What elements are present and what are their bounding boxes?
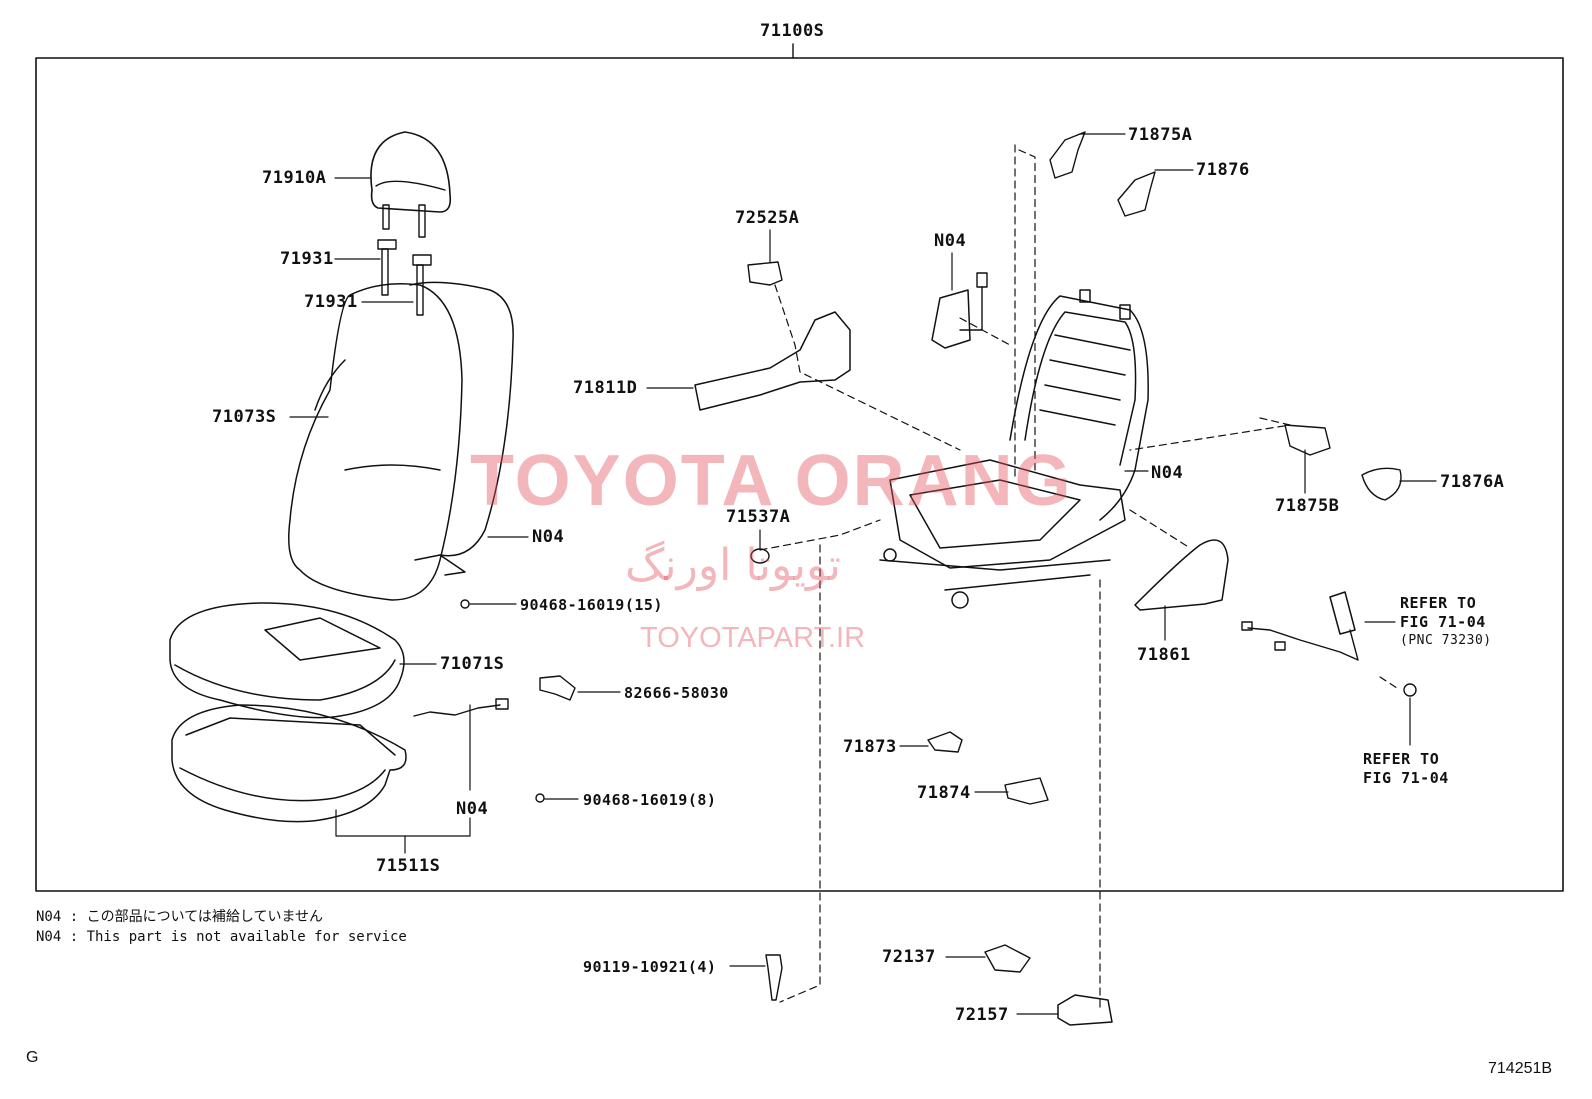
part-71537A	[750, 548, 770, 564]
label-n04-frame: N04	[1151, 463, 1184, 483]
label-n04-top: N04	[934, 231, 967, 251]
watermark-persian: تویوتا اورنگ	[625, 540, 841, 591]
assembly-frame	[35, 57, 1564, 892]
label-71073S: 71073S	[212, 407, 277, 427]
watermark-brand: TOYOTA ORANG	[470, 441, 1073, 521]
label-72137: 72137	[882, 947, 936, 967]
label-71861: 71861	[1137, 645, 1191, 665]
part-72157	[1057, 994, 1113, 1026]
refer-fig-1-line1: REFER TO	[1400, 594, 1477, 612]
refer-fig-1-line2: FIG 71-04	[1400, 613, 1486, 631]
label-71931-b: 71931	[304, 292, 358, 312]
side-cover-71811D	[694, 311, 851, 411]
label-72525A: 72525A	[735, 208, 800, 228]
seat-harness	[413, 599, 545, 803]
part-71876A	[1361, 467, 1402, 501]
seat-frame	[879, 289, 1149, 609]
label-71537A: 71537A	[726, 507, 791, 527]
label-82666-58030: 82666-58030	[624, 684, 729, 702]
cushion-pad	[171, 704, 407, 823]
label-n04-cover: N04	[532, 527, 565, 547]
label-71874: 71874	[917, 783, 971, 803]
part-71874	[1004, 777, 1049, 805]
refer-fig-2-line1: REFER TO	[1363, 750, 1440, 768]
label-n04-pad: N04	[456, 799, 489, 819]
footer-letter: G	[26, 1049, 39, 1066]
shield-71861	[1134, 539, 1229, 611]
label-72157: 72157	[955, 1005, 1009, 1025]
note-english: N04 : This part is not available for ser…	[36, 929, 407, 945]
label-71071S: 71071S	[440, 654, 505, 674]
label-71910A: 71910A	[262, 168, 327, 188]
switch-n04	[931, 272, 988, 349]
label-90468-15: 90468-16019(15)	[520, 596, 663, 614]
part-71875B	[1284, 424, 1331, 456]
label-71876: 71876	[1196, 160, 1250, 180]
bolt-90119	[765, 954, 783, 1001]
note-japanese: N04 : この部品については補給していません	[36, 909, 324, 925]
part-72137	[984, 944, 1031, 973]
part-71876	[1117, 171, 1156, 217]
cushion-cover	[169, 602, 405, 719]
label-71811D: 71811D	[573, 378, 638, 398]
label-90119-10921: 90119-10921(4)	[583, 958, 717, 976]
figure-id: 714251B	[1488, 1060, 1553, 1077]
part-71873	[927, 731, 963, 753]
label-71875B: 71875B	[1275, 496, 1340, 516]
label-71876A: 71876A	[1440, 472, 1505, 492]
refer-fig-1-line3: (PNC 73230)	[1400, 633, 1492, 648]
part-71875A	[1049, 131, 1086, 179]
clip-82666	[539, 675, 576, 701]
label-71875A: 71875A	[1128, 125, 1193, 145]
label-90468-8: 90468-16019(8)	[583, 791, 717, 809]
label-71873: 71873	[843, 737, 897, 757]
label-71100S: 71100S	[760, 21, 825, 41]
watermark-site: TOYOTAPART.IR	[640, 622, 866, 654]
seatbelt-buckle	[1241, 591, 1417, 697]
label-71931-a: 71931	[280, 249, 334, 269]
seatback-cover	[288, 281, 514, 601]
refer-fig-2-line2: FIG 71-04	[1363, 769, 1449, 787]
label-71511S: 71511S	[376, 856, 441, 876]
headrest	[370, 131, 452, 316]
part-72525A	[747, 261, 783, 286]
